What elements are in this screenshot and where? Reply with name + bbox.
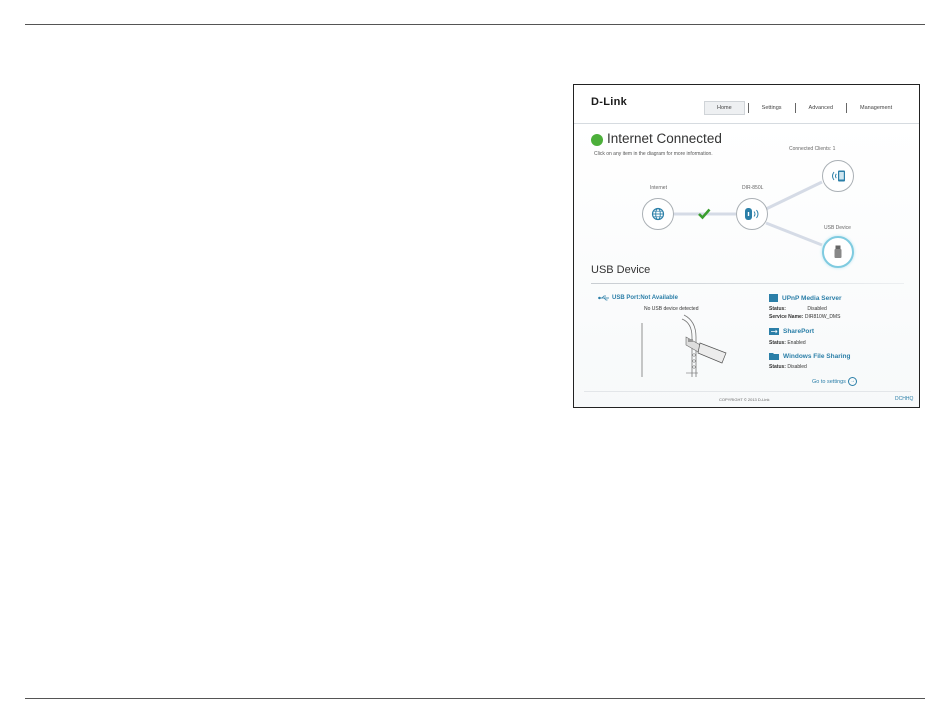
wireless-client-icon — [832, 170, 845, 182]
page-top-rule — [25, 24, 925, 25]
check-icon — [698, 208, 711, 220]
main-nav: Home Settings Advanced Management — [704, 101, 902, 115]
upnp-service-name[interactable]: UPnP Media Server — [782, 294, 842, 302]
nav-divider — [794, 103, 796, 113]
upnp-service-label: Service Name: — [769, 314, 804, 320]
usb-port-status: USB Port:Not Available — [612, 295, 678, 301]
shareport-service-name[interactable]: SharePort — [783, 328, 815, 335]
shareport-status-label: Status: — [769, 340, 786, 346]
main-content — [574, 124, 919, 407]
windows-sharing-header: Windows File Sharing — [769, 352, 850, 360]
usb-section-title: USB Device — [591, 264, 651, 276]
internet-node[interactable] — [642, 198, 674, 230]
windows-sharing-status: Status: Disabled — [769, 364, 807, 370]
upnp-service-header: UPnP Media Server — [769, 294, 842, 302]
section-divider — [591, 283, 904, 284]
top-navigation-bar: D-Link Home Settings Advanced Management — [574, 85, 919, 124]
usb-port-value: Not Available — [640, 295, 678, 301]
go-to-settings-link[interactable]: Go to settings → — [812, 377, 857, 386]
windows-status-value: Disabled — [787, 364, 807, 370]
usb-port-illustration — [641, 314, 727, 377]
internet-label: Internet — [650, 185, 667, 191]
tab-advanced[interactable]: Advanced — [808, 105, 834, 111]
footer-divider — [584, 391, 911, 392]
windows-sharing-name[interactable]: Windows File Sharing — [783, 352, 851, 360]
upnp-status-value: Disabled — [807, 306, 827, 312]
upnp-service-value: DIR810W_DMS — [804, 314, 841, 320]
usb-device-node[interactable] — [822, 236, 854, 268]
connected-status-dot — [591, 134, 603, 146]
upnp-service-name-row: Service Name: DIR810W_DMS — [769, 314, 840, 320]
router-icon — [745, 208, 759, 220]
usb-symbol-icon — [598, 295, 609, 301]
shareport-status: Status: Enabled — [769, 340, 806, 346]
usb-drive-icon — [834, 245, 842, 258]
connected-clients-label: Connected Clients: 1 — [789, 146, 836, 152]
nav-divider — [846, 103, 848, 113]
router-label: DIR-850L — [742, 185, 764, 191]
upnp-status-label: Status: — [769, 306, 786, 312]
usb-detection-note: No USB device detected — [644, 306, 699, 312]
footer-brand: DCHHQ — [895, 396, 914, 402]
router-node[interactable] — [736, 198, 768, 230]
tab-management[interactable]: Management — [860, 105, 893, 111]
usb-device-label: USB Device — [824, 225, 851, 231]
internet-status-title: Internet Connected — [607, 131, 722, 146]
shareport-icon — [769, 328, 779, 335]
tab-home[interactable]: Home — [704, 101, 745, 115]
router-web-ui-screenshot: D-Link Home Settings Advanced Management… — [573, 84, 920, 408]
diagram-hint: Click on any item in the diagram for mor… — [594, 151, 713, 157]
page-bottom-rule — [25, 698, 925, 699]
network-diagram-lines — [674, 180, 823, 247]
tab-settings[interactable]: Settings — [761, 105, 782, 111]
arrow-right-icon: → — [847, 377, 857, 386]
folder-icon — [769, 353, 779, 360]
go-to-settings-text: Go to settings — [812, 378, 846, 385]
media-server-icon — [769, 294, 778, 302]
shareport-service-header: SharePort — [769, 328, 814, 335]
shareport-status-value: Enabled — [787, 340, 806, 346]
nav-divider — [747, 103, 749, 113]
connected-clients-node[interactable] — [822, 160, 854, 192]
copyright-text: COPYRIGHT © 2013 D-Link — [719, 397, 770, 402]
windows-status-label: Status: — [769, 364, 786, 370]
usb-port-label: USB Port: — [612, 295, 641, 301]
dlink-logo: D-Link — [591, 96, 628, 108]
globe-icon — [651, 207, 665, 221]
upnp-status: Status: Disabled — [769, 306, 827, 312]
